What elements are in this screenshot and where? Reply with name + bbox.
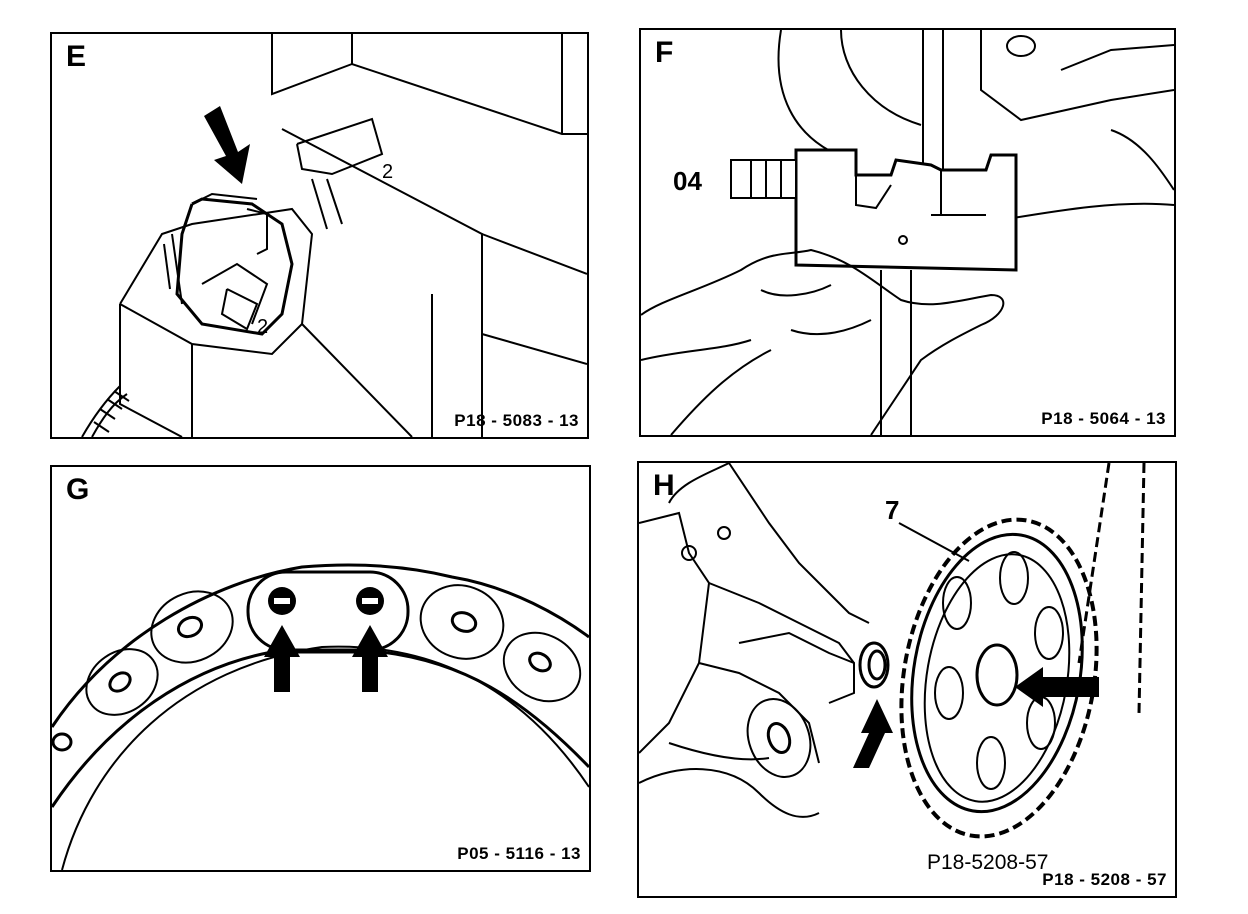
camshaft-sprocket — [910, 532, 1084, 814]
chain-link-right — [419, 584, 505, 660]
tool-pin — [730, 159, 797, 199]
panel-g: G P05 - 5116 - 13 — [50, 465, 591, 872]
pointer-arrow-camshaft — [853, 699, 893, 768]
pointer-arrow-right — [352, 625, 388, 692]
chain-tool-block — [794, 148, 1018, 272]
panel-e-part-mark-lower: 2 — [257, 316, 269, 338]
pointer-arrow-sprocket — [1015, 667, 1099, 707]
pointer-arrow-left — [264, 625, 300, 692]
panel-h-letter: H — [653, 469, 675, 502]
chain-link-left — [150, 590, 234, 664]
chain-link-center — [246, 570, 410, 652]
sensor-housing-outline — [119, 207, 314, 356]
panel-f-letter: F — [655, 36, 674, 69]
camshaft-end — [858, 641, 890, 689]
panel-g-letter: G — [66, 473, 90, 506]
panel-h-callout-label: 7 — [885, 495, 900, 525]
panel-e-reference: P18 - 5083 - 13 — [454, 411, 579, 430]
chain-outer-edge — [52, 563, 589, 728]
hand-outline — [641, 248, 1005, 435]
coil-spring — [81, 385, 130, 437]
panel-h: H 7 P18-5208-57 P18 - 5208 - 57 — [637, 461, 1177, 898]
panel-f: F 04 P18 - 5064 - 13 — [639, 28, 1176, 437]
cylinder-head-outline — [668, 463, 730, 504]
panel-g-reference: P05 - 5116 - 13 — [457, 844, 581, 863]
panel-h-reference: P18 - 5208 - 57 — [1042, 870, 1167, 889]
idler-pulley — [746, 698, 812, 778]
panel-f-callout-label: 04 — [673, 166, 702, 196]
engine-block-outline — [271, 34, 587, 135]
panel-e-letter: E — [66, 40, 87, 73]
panel-f-reference: P18 - 5064 - 13 — [1041, 409, 1166, 428]
panel-f-illustration — [641, 30, 1174, 435]
panel-g-illustration — [52, 563, 589, 870]
pointer-arrow — [204, 106, 250, 184]
panel-h-reference-overprint: P18-5208-57 — [927, 851, 1049, 874]
panel-e-part-mark-upper: 2 — [382, 161, 394, 183]
panel-h-illustration — [639, 463, 1146, 839]
panel-e-illustration — [81, 34, 587, 437]
sprocket-arc — [61, 645, 589, 870]
panel-e: E 2 2 P18 - 5083 - 13 — [50, 32, 589, 439]
